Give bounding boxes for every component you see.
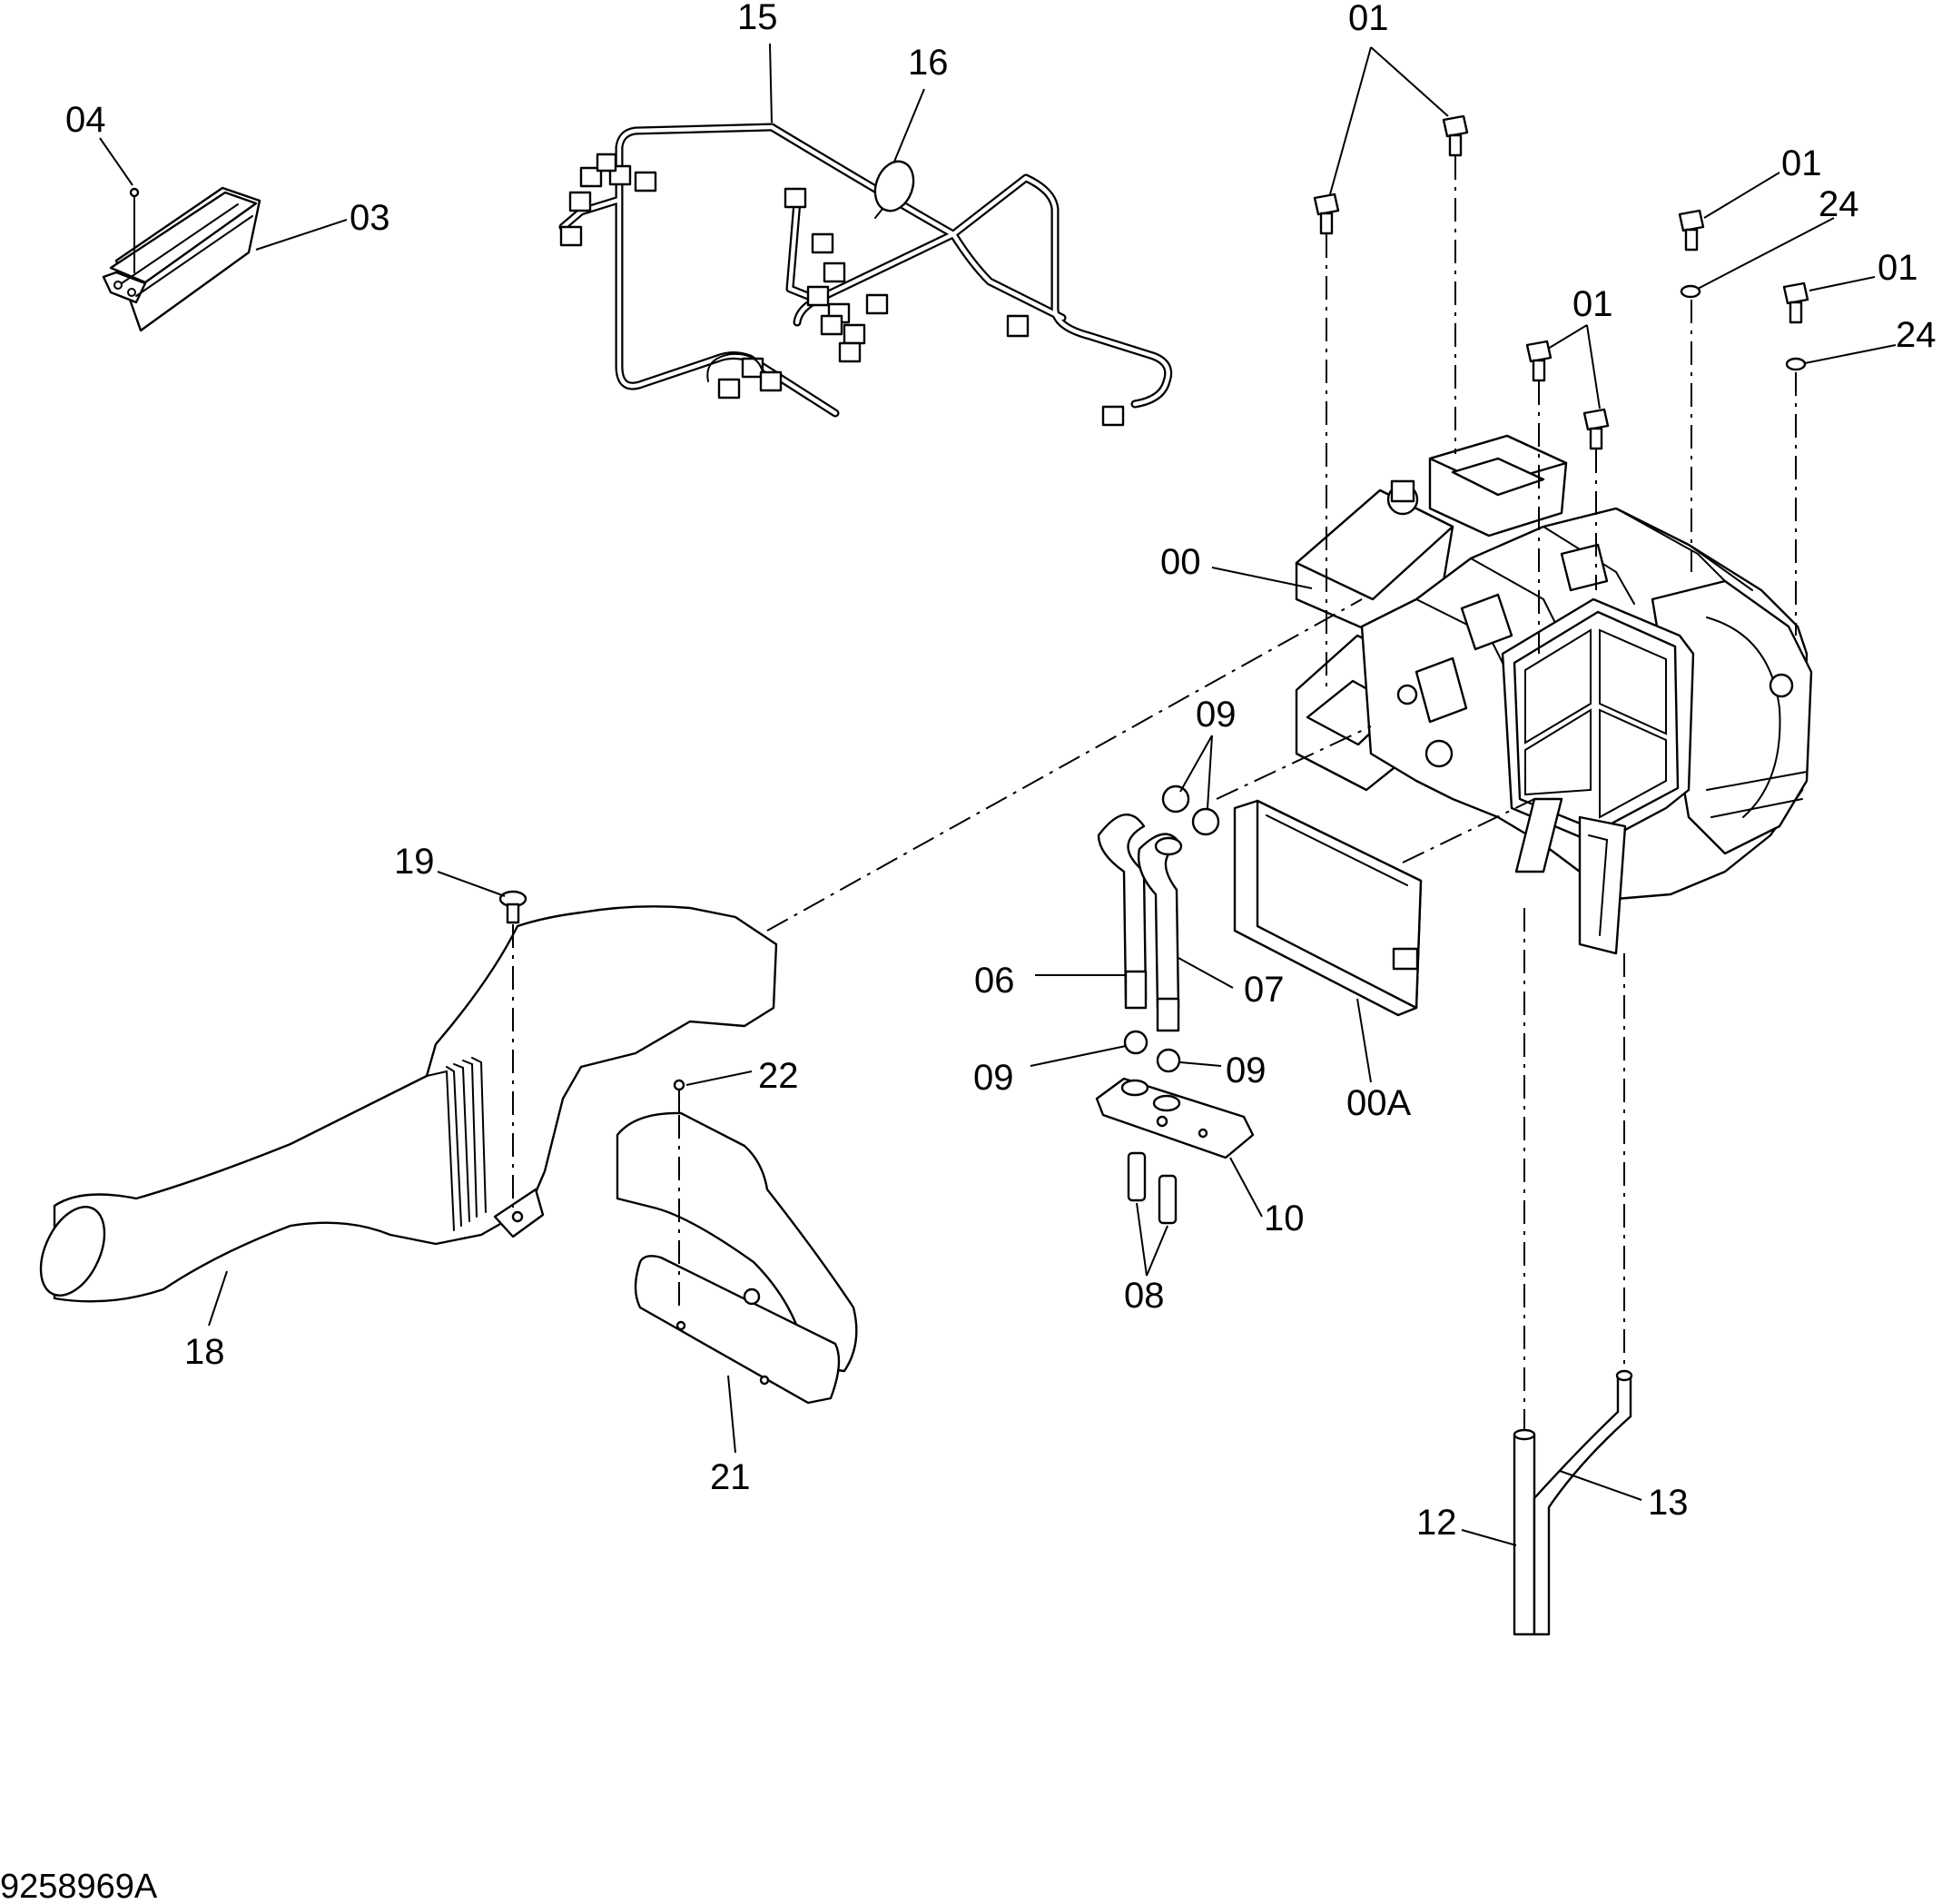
callout-24-b: 24	[1896, 315, 1937, 355]
part-22-screw	[673, 1079, 685, 1113]
callout-06: 06	[974, 961, 1015, 1001]
callout-22: 22	[758, 1056, 799, 1096]
callout-01-right-a: 01	[1781, 143, 1822, 183]
bolt-01-c	[1678, 209, 1705, 252]
callout-01-top: 01	[1348, 0, 1389, 38]
bolt-01-b	[1442, 114, 1469, 157]
callout-09-top: 09	[1196, 695, 1237, 735]
part-06-hose	[1097, 813, 1148, 1010]
callout-15: 15	[737, 0, 778, 37]
callout-24-a: 24	[1819, 184, 1859, 224]
part-18-air-duct	[39, 905, 778, 1303]
callout-12: 12	[1416, 1503, 1457, 1543]
part-09-hose-clamps	[1123, 784, 1220, 1073]
callout-00A: 00A	[1346, 1083, 1411, 1123]
part-10-grommet-plate	[1095, 1077, 1255, 1159]
part-24-washers	[1680, 284, 1807, 371]
callout-19: 19	[394, 842, 435, 882]
bolt-01-d	[1782, 281, 1809, 324]
part-21-lower-duct	[616, 1111, 858, 1405]
part-00-hvac-unit	[1295, 434, 1813, 955]
part-16-cable-tie	[873, 160, 915, 219]
callout-01-right-b: 01	[1878, 248, 1918, 288]
callout-18: 18	[184, 1332, 225, 1372]
part-15-wire-harness	[558, 123, 1173, 427]
callout-00: 00	[1160, 542, 1201, 582]
callout-16: 16	[908, 43, 949, 83]
part-19-bolt	[498, 890, 527, 924]
part-12-drain-pipe	[1513, 1428, 1536, 1636]
callout-04: 04	[65, 100, 106, 140]
callout-21: 21	[710, 1457, 751, 1497]
bolt-01-a	[1313, 192, 1340, 235]
part-00A-filter-cover	[1233, 799, 1423, 1017]
callout-09-left: 09	[973, 1058, 1014, 1098]
part-08-pipes	[1127, 1151, 1178, 1225]
bolt-01-f	[1582, 408, 1610, 450]
part-13-drain-pipe	[1533, 1369, 1633, 1636]
leader-lines	[99, 43, 1897, 1546]
callout-08: 08	[1124, 1276, 1165, 1316]
callout-01-mid: 01	[1572, 284, 1613, 324]
callout-13: 13	[1648, 1483, 1689, 1523]
callout-07: 07	[1244, 970, 1285, 1010]
callout-09-right: 09	[1226, 1051, 1267, 1090]
part-01-bolts	[1313, 114, 1809, 450]
callout-03: 03	[350, 198, 390, 238]
bolt-01-e	[1525, 340, 1553, 382]
drawing-number: 9258969A	[0, 1868, 158, 1904]
part-03-control-panel	[102, 186, 261, 332]
part-04-screw	[129, 187, 140, 273]
assembly-lines	[512, 156, 1797, 1430]
callout-10: 10	[1264, 1199, 1305, 1238]
part-07-hose	[1137, 833, 1183, 1032]
